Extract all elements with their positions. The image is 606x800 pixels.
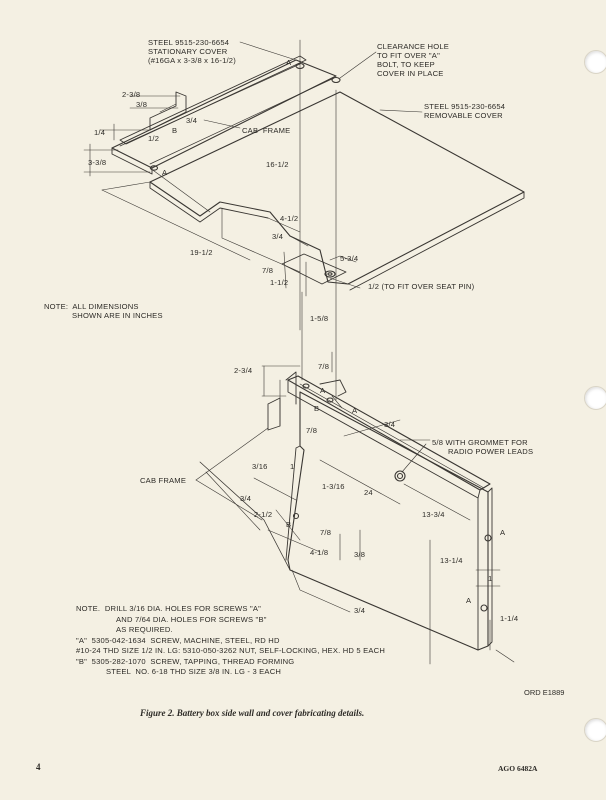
note-line3: AS REQUIRED. <box>116 625 173 634</box>
grommet-line1: 5/8 WITH GROMMET FOR <box>432 438 528 447</box>
note-line6: "B" 5305-282-1070 SCREW, TAPPING, THREAD… <box>76 656 295 666</box>
fastener-notes: NOTE. DRILL 3/16 DIA. HOLES FOR SCREWS "… <box>76 604 385 678</box>
note-line2: AND 7/64 DIA. HOLES FOR SCREWS "B" <box>116 614 267 624</box>
removable-cover-plate <box>149 91 525 285</box>
dim-19-1-2: 19-1/2 <box>190 248 213 257</box>
dim-2-3-4: 2-3/4 <box>234 366 253 375</box>
dim-1-right: 1 <box>488 574 493 583</box>
grommet-line2: RADIO POWER LEADS <box>448 447 534 456</box>
label-a-bottom-1: A <box>320 386 326 395</box>
dim-3-4-b: 3/4 <box>384 420 396 429</box>
clearance-line3: BOLT, TO KEEP <box>377 60 435 69</box>
cab-frame-angle-top <box>119 55 307 145</box>
dim-3-16: 3/16 <box>252 462 268 471</box>
dim-7-8-b1: 7/8 <box>318 362 330 371</box>
dim-3-4-c: 3/4 <box>240 494 252 503</box>
dim-24: 24 <box>364 488 373 497</box>
binder-hole-middle <box>584 386 606 410</box>
label-a-top-2: A <box>162 168 168 177</box>
removable-line2: REMOVABLE COVER <box>424 111 503 120</box>
dim-4-1-8: 4-1/8 <box>310 548 329 557</box>
cab-frame-label-top: CAB FRAME <box>242 126 291 135</box>
dim-2-1-2: 2-1/2 <box>254 510 273 519</box>
dim-13-1-4: 13-1/4 <box>440 556 463 565</box>
note-line4: "A" 5305-042-1634 SCREW, MACHINE, STEEL,… <box>76 635 280 645</box>
label-a-right-1: A <box>500 528 506 537</box>
dim-1-1-2: 1-1/2 <box>270 278 289 287</box>
dim-7-8-c: 7/8 <box>320 528 332 537</box>
dim-1-2: 1/2 <box>148 134 160 143</box>
grommet-hole <box>394 470 406 482</box>
label-b-bottom-top: B <box>314 404 320 413</box>
dim-16-1-2: 16-1/2 <box>266 160 289 169</box>
stationary-cover-line3: (#16GA x 3-3/8 x 16-1/2) <box>148 56 236 65</box>
label-a-top-1: A <box>286 58 292 67</box>
label-a-right-2: A <box>466 596 472 605</box>
figure-caption: Figure 2. Battery box side wall and cove… <box>140 708 365 718</box>
seat-pin-label: 1/2 (TO FIT OVER SEAT PIN) <box>368 282 475 291</box>
note-dimensions-line1: NOTE: ALL DIMENSIONS <box>44 302 139 311</box>
dim-7-8-top: 7/8 <box>262 266 274 275</box>
note-dimensions-line2: SHOWN ARE IN INCHES <box>72 311 163 320</box>
stationary-cover-line2: STATIONARY COVER <box>148 47 228 56</box>
dim-1-5-8: 1-5/8 <box>310 314 329 323</box>
dim-7-8-b2: 7/8 <box>306 426 318 435</box>
dim-1-b: 1 <box>290 462 295 471</box>
dim-4-1-2: 4-1/2 <box>280 214 299 223</box>
dim-3-3-8: 3-3/8 <box>88 158 107 167</box>
dim-3-8-b: 3/8 <box>354 550 366 559</box>
clearance-line4: COVER IN PLACE <box>377 69 444 78</box>
side-wall-angle <box>287 375 491 491</box>
dim-2-3-8: 2-3/8 <box>122 90 141 99</box>
binder-hole-bottom <box>584 718 606 742</box>
stationary-cover <box>111 59 337 169</box>
label-b-top: B <box>172 126 178 135</box>
page-number: 4 <box>36 762 41 772</box>
ago-number: AGO 6482A <box>498 764 538 773</box>
label-b-bottom-left: B <box>286 520 292 529</box>
binder-hole-top <box>584 50 606 74</box>
dim-3-4-notch: 3/4 <box>272 232 284 241</box>
dim-3-8: 3/8 <box>136 100 148 109</box>
clearance-line2: TO FIT OVER "A" <box>377 51 440 60</box>
note-line7: STEEL NO. 6-18 THD SIZE 3/8 IN. LG - 3 E… <box>106 667 282 676</box>
dim-3-4-top: 3/4 <box>186 116 198 125</box>
label-a-bottom-2: A <box>352 406 358 415</box>
note-dimensions: NOTE: ALL DIMENSIONS SHOWN ARE IN INCHES <box>44 302 163 320</box>
cab-frame-block <box>267 397 281 431</box>
cab-frame-label-bottom: CAB FRAME <box>140 476 187 485</box>
stationary-cover-line1: STEEL 9515-230-6654 <box>148 38 230 47</box>
dim-1-1-4: 1-1/4 <box>500 614 519 623</box>
stationary-cover-label: STEEL 9515-230-6654 STATIONARY COVER (#1… <box>148 38 236 65</box>
ord-number: ORD E1889 <box>524 688 565 697</box>
clearance-line1: CLEARANCE HOLE <box>377 42 450 51</box>
dim-5-3-4: 5-3/4 <box>340 254 359 263</box>
removable-line1: STEEL 9515-230-6654 <box>424 102 506 111</box>
grommet-label: 5/8 WITH GROMMET FOR RADIO POWER LEADS <box>432 438 533 456</box>
note-line5: #10-24 THD SIZE 1/2 IN. LG: 5310-050-326… <box>76 646 386 655</box>
dim-13-3-4: 13-3/4 <box>422 510 445 519</box>
dim-1-3-16: 1-3/16 <box>322 482 345 491</box>
removable-cover-label: STEEL 9515-230-6654 REMOVABLE COVER <box>424 102 505 120</box>
clearance-hole-label: CLEARANCE HOLE TO FIT OVER "A" BOLT, TO … <box>377 42 449 78</box>
dim-3-4-d: 3/4 <box>354 606 366 615</box>
note-line1: NOTE. DRILL 3/16 DIA. HOLES FOR SCREWS "… <box>76 604 262 613</box>
seat-pin-hole <box>324 270 336 278</box>
dim-1-4: 1/4 <box>94 128 106 137</box>
